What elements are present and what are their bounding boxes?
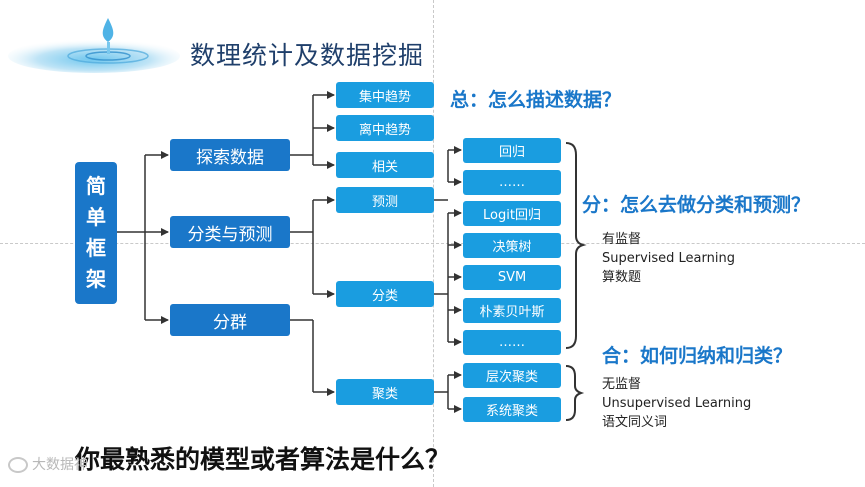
heading-merge: 合：如何归纳和归类？ [602,345,793,367]
note-line: 有监督 [602,232,642,247]
framework-char: 简 [86,174,106,198]
brace-marks [565,142,587,421]
heading-classify: 分：怎么去做分类和预测？ [582,194,811,216]
node-predict: 预测 [336,187,434,213]
bottom-question: 你最熟悉的模型或者算法是什么？ [75,445,451,474]
node-regression: 回归 [463,138,561,163]
node-classify: 分类 [336,281,434,307]
node-cluster: 分群 [170,304,290,336]
node-hierarchical-clustering: 层次聚类 [463,363,561,388]
node-explore-data: 探索数据 [170,139,290,171]
node-ellipsis: …… [463,170,561,195]
note-line: Unsupervised Learning [602,396,752,411]
node-logit-regression: Logit回归 [463,201,561,226]
note-line: 算数题 [602,270,642,285]
note-unsupervised: 无监督 Unsupervised Learning 语文同义词 [602,375,751,432]
framework-char: 单 [86,205,106,229]
node-dispersion: 离中趋势 [336,115,434,141]
node-decision-tree: 决策树 [463,233,561,258]
node-ellipsis: …… [463,330,561,355]
note-line: Supervised Learning [602,251,735,266]
framework-char: 架 [86,267,106,291]
watermark-icon [8,457,28,473]
water-drop-logo [8,18,180,73]
node-naive-bayes: 朴素贝叶斯 [463,298,561,323]
page-title: 数理统计及数据挖掘 [190,41,425,70]
node-classify-predict: 分类与预测 [170,216,290,248]
node-central-tendency: 集中趋势 [336,82,434,108]
note-supervised: 有监督 Supervised Learning 算数题 [602,230,735,287]
node-system-clustering: 系统聚类 [463,397,561,422]
note-line: 语文同义词 [602,415,668,430]
node-svm: SVM [463,265,561,290]
watermark: 大数据神 [8,454,88,474]
guide-line-horizontal [0,243,865,244]
note-line: 无监督 [602,377,642,392]
node-clustering: 聚类 [336,379,434,405]
node-correlation: 相关 [336,152,434,178]
guide-line-vertical [433,0,434,487]
framework-box: 简 单 框 架 [75,162,117,304]
heading-describe: 总：怎么描述数据？ [450,89,622,111]
framework-char: 框 [86,236,106,260]
watermark-text: 大数据神 [32,457,88,473]
